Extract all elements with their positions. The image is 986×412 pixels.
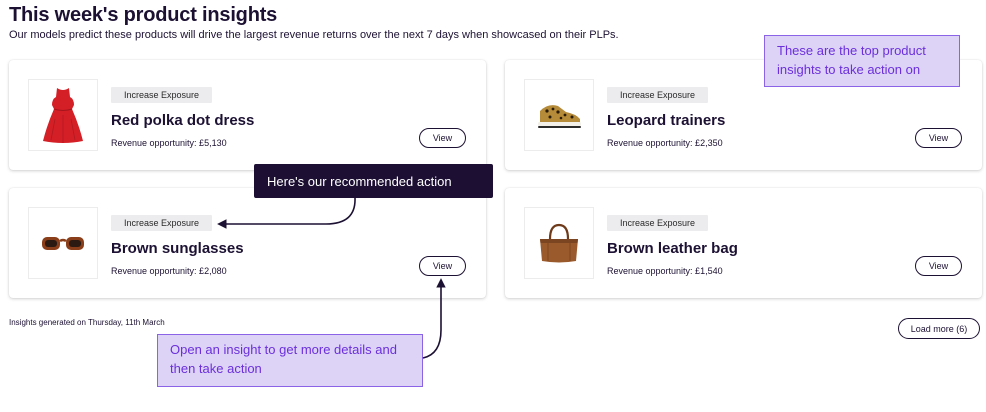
arrow-to-badge xyxy=(217,197,356,229)
view-button[interactable]: View xyxy=(419,128,466,148)
view-button[interactable]: View xyxy=(419,256,466,276)
top-insights-callout: These are the top product insights to ta… xyxy=(764,35,960,87)
insight-card-brown-sunglasses[interactable]: Increase Exposure Brown sunglasses Reven… xyxy=(9,188,486,298)
product-thumbnail xyxy=(524,79,594,151)
status-badge: Increase Exposure xyxy=(607,215,709,231)
insights-generated-note: Insights generated on Thursday, 11th Mar… xyxy=(9,318,165,327)
revenue-opportunity: Revenue opportunity: £2,080 xyxy=(111,266,227,276)
red-dress-icon xyxy=(43,88,83,143)
product-name: Brown leather bag xyxy=(607,240,738,257)
load-more-button[interactable]: Load more (6) xyxy=(898,318,980,339)
view-button[interactable]: View xyxy=(915,256,962,276)
insight-card-brown-leather-bag[interactable]: Increase Exposure Brown leather bag Reve… xyxy=(505,188,982,298)
recommended-action-callout-text: Here's our recommended action xyxy=(267,173,452,189)
insight-card-red-dress[interactable]: Increase Exposure Red polka dot dress Re… xyxy=(9,60,486,170)
open-insight-callout: Open an insight to get more details and … xyxy=(157,334,423,387)
revenue-opportunity: Revenue opportunity: £2,350 xyxy=(607,138,723,148)
revenue-opportunity: Revenue opportunity: £1,540 xyxy=(607,266,723,276)
insight-card-leopard-trainers[interactable]: Increase Exposure Leopard trainers Reven… xyxy=(505,60,982,170)
product-name: Red polka dot dress xyxy=(111,112,255,129)
open-insight-callout-text: Open an insight to get more details and … xyxy=(170,342,397,376)
page-title: This week's product insights xyxy=(9,4,278,26)
product-thumbnail xyxy=(524,207,594,279)
arrow-to-view-button xyxy=(422,278,446,359)
leather-bag-icon xyxy=(540,223,578,263)
status-badge: Increase Exposure xyxy=(111,215,213,231)
product-name: Brown sunglasses xyxy=(111,240,244,257)
product-thumbnail xyxy=(28,207,98,279)
view-button[interactable]: View xyxy=(915,128,962,148)
recommended-action-callout: Here's our recommended action xyxy=(254,164,493,198)
leopard-trainer-icon xyxy=(538,105,581,128)
status-badge: Increase Exposure xyxy=(111,87,213,103)
status-badge: Increase Exposure xyxy=(607,87,709,103)
top-insights-callout-text: These are the top product insights to ta… xyxy=(777,43,926,77)
revenue-opportunity: Revenue opportunity: £5,130 xyxy=(111,138,227,148)
product-name: Leopard trainers xyxy=(607,112,726,129)
page-subtitle: Our models predict these products will d… xyxy=(9,29,619,41)
product-thumbnail xyxy=(28,79,98,151)
sunglasses-icon xyxy=(42,237,84,250)
